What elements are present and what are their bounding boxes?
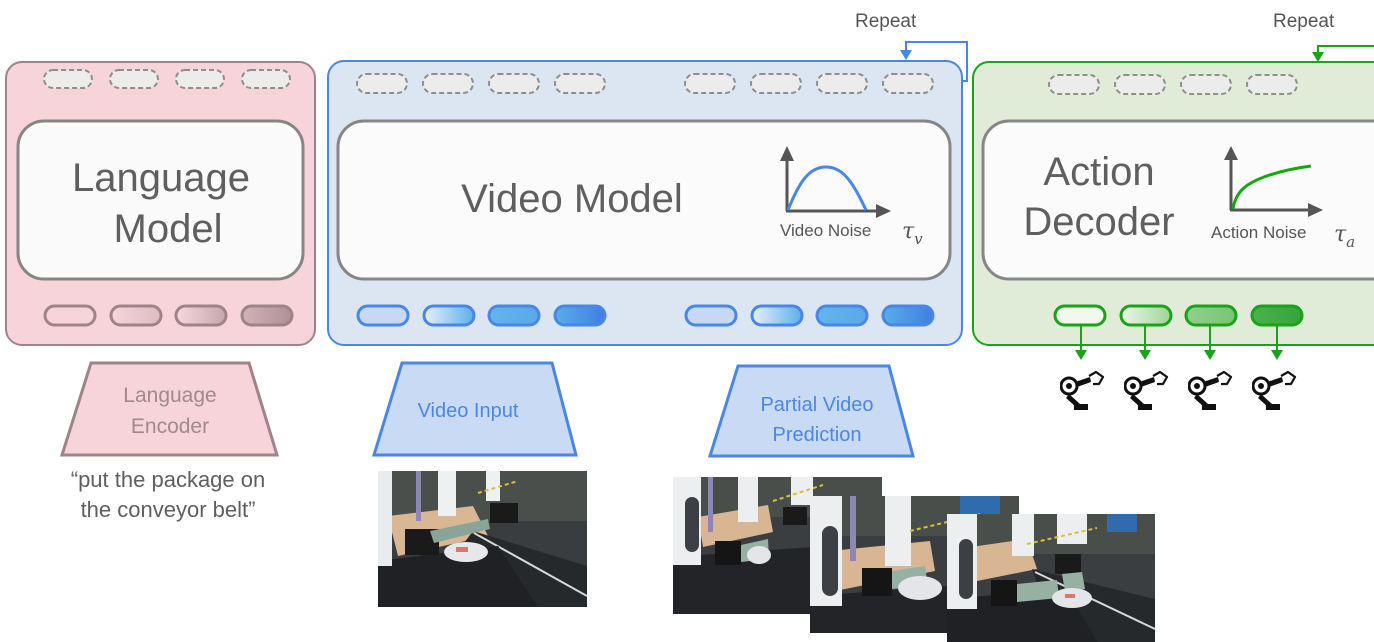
- tau-v-symbol: τv: [902, 219, 923, 248]
- language-model-title-line1: Language: [72, 156, 250, 200]
- placeholder-token: [882, 73, 934, 94]
- placeholder-token: [1048, 74, 1100, 95]
- action-decoder-title-line1: Action: [1043, 150, 1154, 194]
- language-model-title-line2: Model: [114, 207, 223, 251]
- arrow-down-icon: [1204, 350, 1216, 360]
- action-repeat-label: Repeat: [1273, 11, 1335, 32]
- robot-arm-icon: [1252, 371, 1297, 411]
- video-noise-curve: [786, 165, 868, 211]
- prediction-frame-3: [947, 514, 1155, 642]
- language-token: [240, 304, 294, 327]
- x-axis-arrow-icon: [1308, 203, 1323, 217]
- language-token: [174, 304, 228, 327]
- placeholder-token: [816, 73, 868, 94]
- robot-arm-icon: [1124, 371, 1169, 411]
- video-model-title: Video Model: [461, 177, 683, 221]
- action-noise-label: Action Noise: [1211, 223, 1306, 242]
- placeholder-token: [684, 73, 736, 94]
- language-placeholder-tokens: [43, 69, 291, 89]
- robot-arm-icon: [1188, 371, 1233, 411]
- action-token: [1250, 304, 1304, 327]
- video-model-box: [336, 119, 952, 281]
- placeholder-token: [554, 73, 606, 94]
- x-axis-arrow-icon: [876, 204, 891, 218]
- video-token: [684, 304, 738, 327]
- robot-scene-image: [673, 477, 882, 614]
- video-token: [356, 304, 410, 327]
- instruction-text-line1: “put the package on: [71, 467, 265, 492]
- robot-scene-image: [378, 471, 587, 607]
- placeholder-token: [1180, 74, 1232, 95]
- instruction-text-line2: the conveyor belt”: [81, 497, 256, 522]
- repeat-arrowhead-icon: [1312, 52, 1324, 62]
- arrow-down-icon: [1139, 350, 1151, 360]
- placeholder-token: [241, 69, 291, 89]
- placeholder-token: [175, 69, 225, 89]
- video-noise-schedule-plot: Video Noise τv: [780, 146, 923, 248]
- placeholder-token: [1246, 74, 1298, 95]
- language-module: Language Model Language Encoder “put the…: [5, 61, 316, 522]
- partial-video-prediction-encoder-trapezoid: [707, 364, 915, 458]
- video-repeat-loop-arrow: [905, 41, 968, 82]
- action-decoder-box: [981, 119, 1374, 281]
- video-input-frame: [378, 471, 587, 607]
- partial-video-prediction-label-line1: Partial Video: [760, 394, 873, 416]
- action-token: [1184, 304, 1238, 327]
- placeholder-token: [422, 73, 474, 94]
- video-input-label: Video Input: [418, 400, 519, 422]
- language-token: [43, 304, 97, 327]
- action-token: [1119, 304, 1173, 327]
- action-placeholder-tokens: [1048, 74, 1298, 95]
- language-token: [109, 304, 163, 327]
- y-axis-arrow-icon: [1224, 146, 1238, 160]
- video-output-tokens: [356, 304, 935, 327]
- video-token: [881, 304, 935, 327]
- language-encoder-label-line1: Language: [123, 384, 216, 407]
- robot-arm-outputs: [1060, 371, 1297, 411]
- action-noise-curve: [1231, 164, 1312, 210]
- placeholder-token: [488, 73, 540, 94]
- video-noise-label: Video Noise: [780, 221, 871, 240]
- video-input-encoder-trapezoid: [371, 361, 578, 457]
- placeholder-token: [750, 73, 802, 94]
- action-repeat-loop-arrow: [1317, 45, 1374, 54]
- action-token: [1053, 304, 1107, 327]
- video-token: [487, 304, 541, 327]
- tau-a-symbol: τa: [1334, 222, 1355, 251]
- action-decoder-title-line2: Decoder: [1023, 200, 1174, 244]
- action-output-arrows: [1075, 326, 1283, 360]
- video-token: [422, 304, 476, 327]
- robot-scene-image: [947, 514, 1155, 642]
- language-encoder-label-line2: Encoder: [131, 415, 209, 438]
- language-model-box: [16, 119, 305, 281]
- arrow-down-icon: [1075, 350, 1087, 360]
- robot-arm-icon: [1060, 371, 1105, 411]
- prediction-frame-1: [673, 477, 882, 614]
- video-token: [553, 304, 607, 327]
- arrow-down-icon: [1271, 350, 1283, 360]
- video-placeholder-tokens: [356, 73, 934, 94]
- video-token: [750, 304, 804, 327]
- action-noise-schedule-plot: Action Noise τa: [1211, 146, 1355, 251]
- partial-video-prediction-label-line2: Prediction: [773, 424, 862, 446]
- action-module: Action Decoder Action Noise τa Repeat: [972, 11, 1374, 411]
- placeholder-token: [356, 73, 408, 94]
- video-repeat-label: Repeat: [855, 11, 917, 32]
- y-axis-arrow-icon: [780, 146, 794, 161]
- placeholder-token: [1114, 74, 1166, 95]
- language-output-tokens: [43, 304, 294, 327]
- video-token: [815, 304, 869, 327]
- video-module: Video Model Video Noise τv Repeat Video …: [327, 11, 968, 458]
- repeat-arrowhead-icon: [900, 50, 912, 60]
- placeholder-token: [43, 69, 93, 89]
- language-encoder-trapezoid: [59, 361, 280, 457]
- placeholder-token: [109, 69, 159, 89]
- action-output-tokens: [1053, 304, 1304, 327]
